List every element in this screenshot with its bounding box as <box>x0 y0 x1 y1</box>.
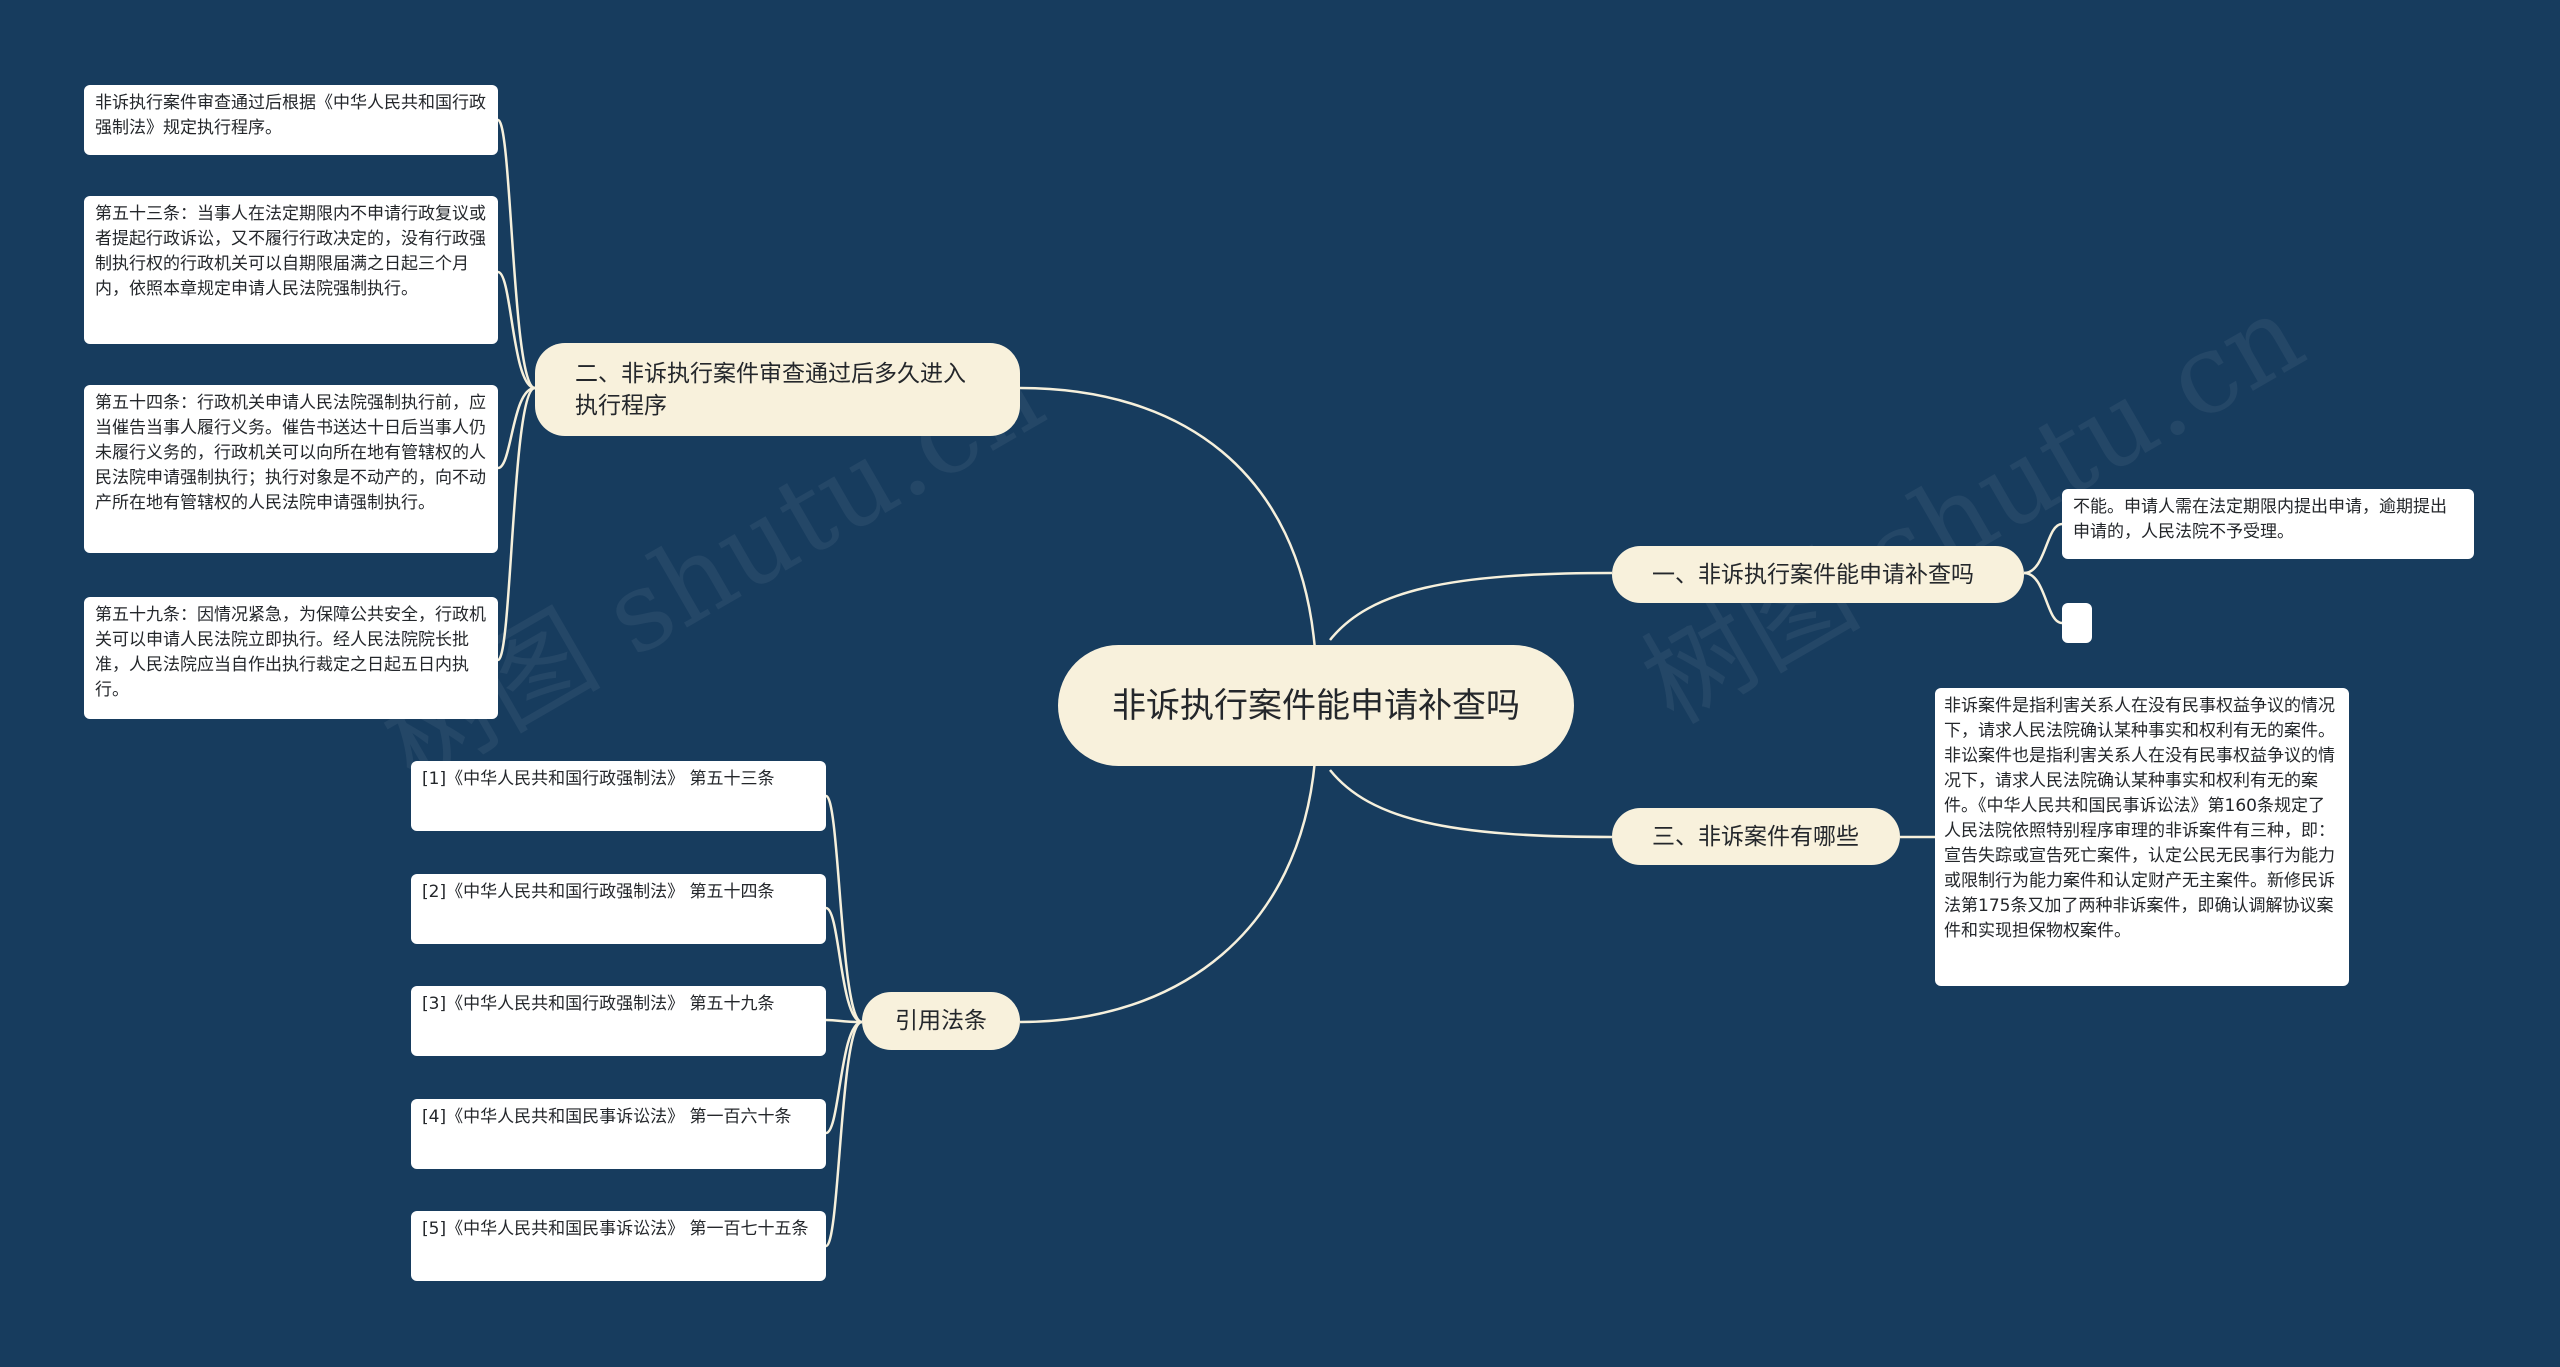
leaf-article-53[interactable]: 第五十三条：当事人在法定期限内不申请行政复议或者提起行政诉讼，又不履行行政决定的… <box>84 196 498 344</box>
leaf-text: 非诉执行案件审查通过后根据《中华人民共和国行政强制法》规定执行程序。 <box>95 93 486 138</box>
leaf-text: [4]《中华人民共和国民事诉讼法》 第一百六十条 <box>422 1107 792 1127</box>
leaf-article-59[interactable]: 第五十九条：因情况紧急，为保障公共安全，行政机关可以申请人民法院立即执行。经人民… <box>84 597 498 719</box>
leaf-citation-1[interactable]: [1]《中华人民共和国行政强制法》 第五十三条 <box>411 761 826 831</box>
leaf-text: 非诉案件是指利害关系人在没有民事权益争议的情况下，请求人民法院确认某种事实和权利… <box>1944 696 2335 941</box>
link-t1-b <box>2023 571 2063 625</box>
leaf-text: [5]《中华人民共和国民事诉讼法》 第一百七十五条 <box>422 1219 809 1239</box>
topic-cited-laws[interactable]: 引用法条 <box>862 992 1020 1050</box>
link-t2-a <box>496 118 536 390</box>
link-t4-d <box>825 1020 863 1135</box>
leaf-citation-3[interactable]: [3]《中华人民共和国行政强制法》 第五十九条 <box>411 986 826 1056</box>
root-node[interactable]: 非诉执行案件能申请补查吗 <box>1058 645 1574 766</box>
leaf-text: 第五十九条：因情况紧急，为保障公共安全，行政机关可以申请人民法院立即执行。经人民… <box>95 605 486 700</box>
link-t4-e <box>824 1020 863 1248</box>
link-t4-a <box>824 794 863 1024</box>
link-t4-c <box>825 1018 863 1024</box>
leaf-empty[interactable] <box>2062 603 2092 643</box>
leaf-article-54[interactable]: 第五十四条：行政机关申请人民法院强制执行前，应当催告当事人履行义务。催告书送达十… <box>84 385 498 553</box>
leaf-procedure-basis[interactable]: 非诉执行案件审查通过后根据《中华人民共和国行政强制法》规定执行程序。 <box>84 85 498 155</box>
leaf-text: 不能。申请人需在法定期限内提出申请，逾期提出申请的，人民法院不予受理。 <box>2073 497 2447 542</box>
link-t2-b <box>497 270 536 390</box>
topic-non-litigation-types[interactable]: 三、非诉案件有哪些 <box>1612 808 1900 865</box>
leaf-text: 第五十四条：行政机关申请人民法院强制执行前，应当催告当事人履行义务。催告书送达十… <box>95 393 486 513</box>
root-label: 非诉执行案件能申请补查吗 <box>1112 685 1520 726</box>
link-root-t2 <box>1019 386 1317 651</box>
link-root-t4 <box>1019 759 1317 1024</box>
topic-label: 引用法条 <box>895 1008 987 1034</box>
leaf-citation-2[interactable]: [2]《中华人民共和国行政强制法》 第五十四条 <box>411 874 826 944</box>
topic-label: 三、非诉案件有哪些 <box>1652 823 1859 850</box>
leaf-non-litigation-definition[interactable]: 非诉案件是指利害关系人在没有民事权益争议的情况下，请求人民法院确认某种事实和权利… <box>1935 688 2349 986</box>
leaf-text: [3]《中华人民共和国行政强制法》 第五十九条 <box>422 994 775 1014</box>
link-root-t1 <box>1329 571 1613 641</box>
leaf-citation-5[interactable]: [5]《中华人民共和国民事诉讼法》 第一百七十五条 <box>411 1211 826 1281</box>
link-t1-a <box>2023 522 2063 575</box>
leaf-text: 第五十三条：当事人在法定期限内不申请行政复议或者提起行政诉讼，又不履行行政决定的… <box>95 204 486 299</box>
link-t2-c <box>497 386 536 470</box>
link-t2-d <box>496 386 536 662</box>
topic-review-to-execution[interactable]: 二、非诉执行案件审查通过后多久进入执行程序 <box>535 343 1020 436</box>
link-root-t3 <box>1329 769 1613 839</box>
leaf-text: [1]《中华人民共和国行政强制法》 第五十三条 <box>422 769 775 789</box>
leaf-citation-4[interactable]: [4]《中华人民共和国民事诉讼法》 第一百六十条 <box>411 1099 826 1169</box>
topic-label: 一、非诉执行案件能申请补查吗 <box>1652 561 1974 588</box>
link-t4-b <box>825 906 863 1024</box>
leaf-answer-cannot[interactable]: 不能。申请人需在法定期限内提出申请，逾期提出申请的，人民法院不予受理。 <box>2062 489 2474 559</box>
topic-can-apply-supplement[interactable]: 一、非诉执行案件能申请补查吗 <box>1612 546 2024 603</box>
topic-label: 二、非诉执行案件审查通过后多久进入执行程序 <box>575 360 966 419</box>
leaf-text: [2]《中华人民共和国行政强制法》 第五十四条 <box>422 882 775 902</box>
